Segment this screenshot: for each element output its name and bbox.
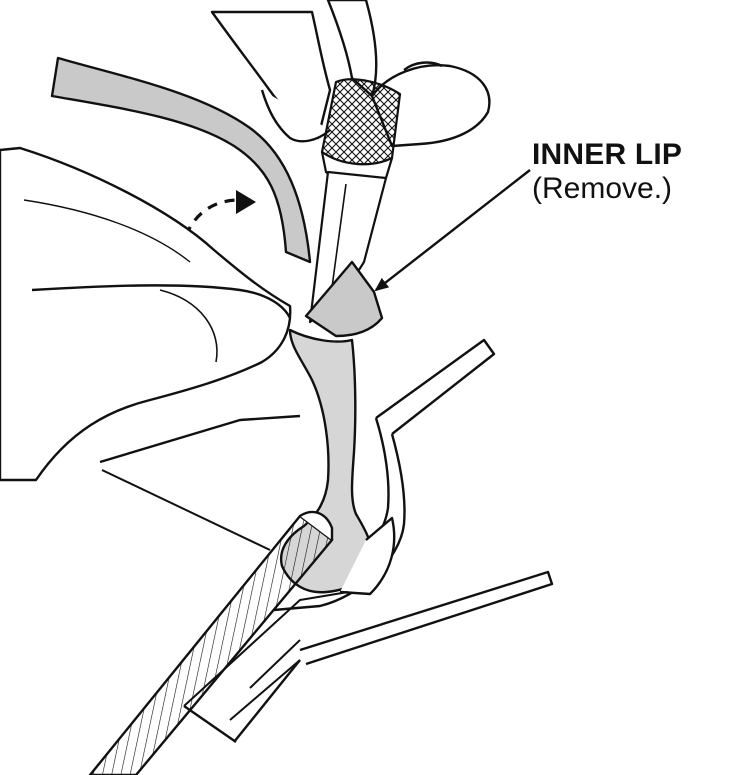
callout-label: INNER LIP [532,138,683,171]
dashed-curved-arrow-icon [184,190,256,237]
leader-arrow-icon [374,169,531,292]
callout-note: (Remove.) [532,172,673,205]
left-hand [0,146,301,482]
screwdriver [308,78,402,324]
right-hand-fingers [210,0,491,148]
tire-bead-section [88,510,334,775]
inner-lip-callout: INNER LIP (Remove.) [532,140,682,204]
tire-band [50,56,312,264]
rim-lower [101,469,349,721]
screwdriver-handle [320,78,402,166]
inner-lip [304,260,384,338]
